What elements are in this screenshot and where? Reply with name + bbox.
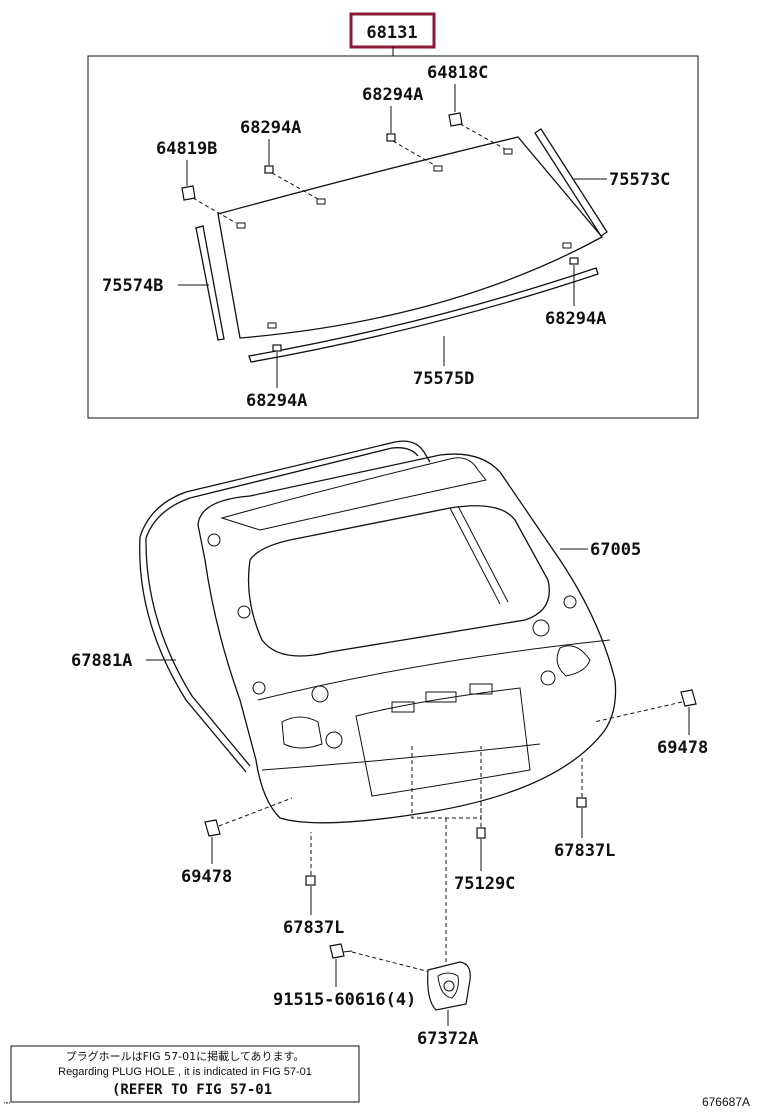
clip-68294a-bottom-shape[interactable] [272, 344, 282, 352]
label-68294a-right[interactable]: 68294A [545, 309, 606, 329]
hinge-67372a-shape[interactable] [427, 961, 471, 1011]
corner-mark: '''' [4, 1101, 11, 1110]
label-67005[interactable]: 67005 [590, 540, 641, 560]
back-door-67005-shape[interactable] [197, 453, 617, 824]
label-68294a-top[interactable]: 68294A [362, 85, 423, 105]
label-67837l-right[interactable]: 67837L [554, 841, 615, 861]
figure-code: 676687A [702, 1095, 750, 1109]
main-part-number[interactable]: 68131 [349, 12, 436, 49]
stopper-67837l-left-shape[interactable] [305, 875, 316, 886]
cushion-69478-left-shape[interactable] [204, 819, 221, 837]
weatherstrip-67881a-shape[interactable] [139, 440, 431, 773]
label-64818c[interactable]: 64818C [427, 63, 488, 83]
label-67372a[interactable]: 67372A [417, 1029, 478, 1049]
clip-68294a-upperleft-shape[interactable] [264, 165, 274, 174]
label-75573c[interactable]: 75573C [609, 170, 670, 190]
note-reference[interactable]: (REFER TO FIG 57-01 [112, 1082, 272, 1098]
clip-68294a-right-shape[interactable] [569, 257, 579, 265]
plug-hole-note: プラグホールはFIG 57-01に掲載してあります。 Regarding PLU… [10, 1045, 360, 1103]
license-plate-recess [355, 687, 531, 797]
cushion-69478-right-shape[interactable] [680, 689, 697, 707]
label-68294a-upperleft[interactable]: 68294A [240, 118, 301, 138]
label-69478-left[interactable]: 69478 [181, 867, 232, 887]
note-japanese: プラグホールはFIG 57-01に掲載してあります。 [66, 1049, 305, 1063]
clip-64818c-shape[interactable] [448, 112, 463, 127]
back-window-glass[interactable] [217, 136, 604, 339]
label-75575d[interactable]: 75575D [413, 369, 474, 389]
label-69478-right[interactable]: 69478 [657, 738, 708, 758]
door-window-opening [247, 505, 550, 657]
note-english: Regarding PLUG HOLE , it is indicated in… [58, 1066, 312, 1078]
molding-75575d-shape[interactable] [248, 267, 599, 363]
clip-68294a-top-shape[interactable] [386, 133, 396, 142]
molding-75574b-shape[interactable] [195, 225, 225, 341]
label-75129c[interactable]: 75129C [454, 874, 515, 894]
molding-75573c-shape[interactable] [534, 128, 608, 237]
label-64819b[interactable]: 64819B [156, 139, 217, 159]
bolt-91515-shape[interactable] [329, 943, 353, 959]
label-68294a-bottom[interactable]: 68294A [246, 391, 307, 411]
clip-75129c-shape[interactable] [476, 827, 486, 839]
stopper-67837l-right-shape[interactable] [576, 797, 587, 808]
label-67881a[interactable]: 67881A [71, 651, 132, 671]
glass-clip-marks [236, 148, 572, 329]
glass-assembly-frame [87, 55, 699, 419]
label-91515[interactable]: 91515-60616(4) [273, 990, 416, 1010]
label-67837l-left[interactable]: 67837L [283, 918, 344, 938]
clip-64819b-shape[interactable] [181, 185, 196, 201]
svg-text:68131: 68131 [366, 23, 417, 43]
label-75574b[interactable]: 75574B [102, 276, 163, 296]
